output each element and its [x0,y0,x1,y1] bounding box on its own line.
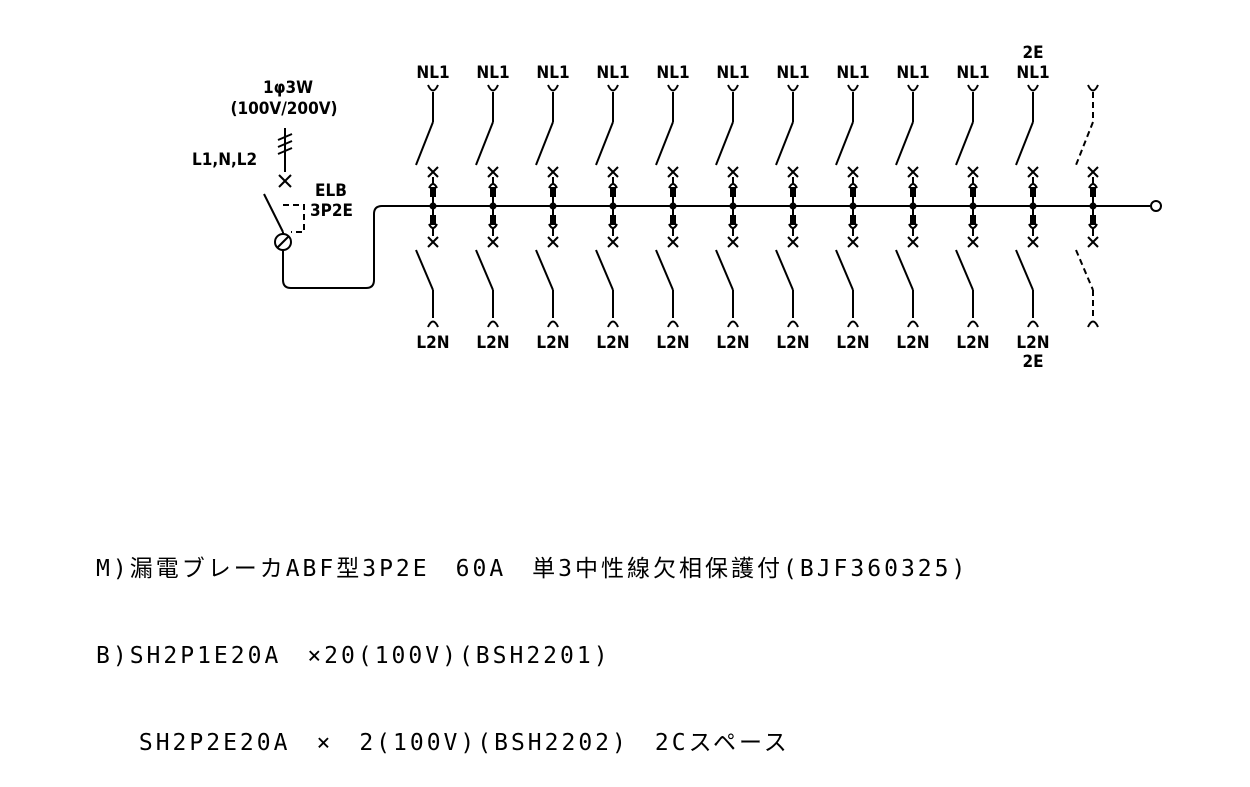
single-line-diagram: 1φ3W (100V/200V) L1,N,L2 ELB 3P2E NL1L2N… [192,43,1162,372]
note-branch-breakers-2: SH2P2E20A × 2(100V)(BSH2202) 2Cスペース [96,730,790,756]
branch-bottom-label: L2N [596,333,629,353]
branch-bottom-label: L2N [1016,333,1049,353]
branch-breaker-12 [1075,84,1099,328]
note-branch-breakers-1: B)SH2P1E20A ×20(100V)(BSH2201) [96,643,611,669]
branch-breaker-1 [415,84,439,328]
supply-voltage-label: (100V/200V) [230,99,337,119]
branch-bottom-extra-label: 2E [1022,352,1043,372]
branch-breaker-11 [1015,84,1039,328]
branch-breaker-9 [895,84,919,328]
supply-phase-label: 1φ3W [263,78,313,98]
main-breaker-poles: 3P2E [310,201,353,221]
incoming-supply-line [277,128,293,188]
branch-breaker-4 [595,84,619,328]
branch-breaker-5 [655,84,679,328]
branch-top-label: NL1 [656,63,689,83]
main-breaker-type: ELB [315,181,347,201]
branch-breaker-7 [775,84,799,328]
branch-breaker-3 [535,84,559,328]
branch-bottom-label: L2N [776,333,809,353]
branch-top-label: NL1 [836,63,869,83]
notes-block: M)漏電ブレーカABF型3P2E 60A 単3中性線欠相保護付(BJF36032… [96,497,968,787]
branch-top-label: NL1 [476,63,509,83]
branch-top-label: NL1 [776,63,809,83]
branch-bottom-label: L2N [476,333,509,353]
branch-top-label: NL1 [896,63,929,83]
branch-top-extra-label: 2E [1022,43,1043,63]
branch-bottom-label: L2N [416,333,449,353]
branch-breaker-6 [715,84,739,328]
branch-top-label: NL1 [596,63,629,83]
branch-breaker-10 [955,84,979,328]
branch-bottom-label: L2N [716,333,749,353]
branch-bottom-label: L2N [836,333,869,353]
branch-top-label: NL1 [956,63,989,83]
branch-top-label: NL1 [716,63,749,83]
branch-bottom-label: L2N [536,333,569,353]
branch-bottom-label: L2N [956,333,989,353]
branch-bottom-label: L2N [656,333,689,353]
branch-top-label: NL1 [416,63,449,83]
branch-top-label: NL1 [536,63,569,83]
branch-top-label: NL1 [1016,63,1049,83]
main-elb-symbol [263,193,1162,289]
supply-lines-label: L1,N,L2 [192,150,257,170]
branch-bottom-label: L2N [896,333,929,353]
note-main-breaker: M)漏電ブレーカABF型3P2E 60A 単3中性線欠相保護付(BJF36032… [96,556,969,582]
branch-breaker-8 [835,84,859,328]
branch-breaker-2 [475,84,499,328]
